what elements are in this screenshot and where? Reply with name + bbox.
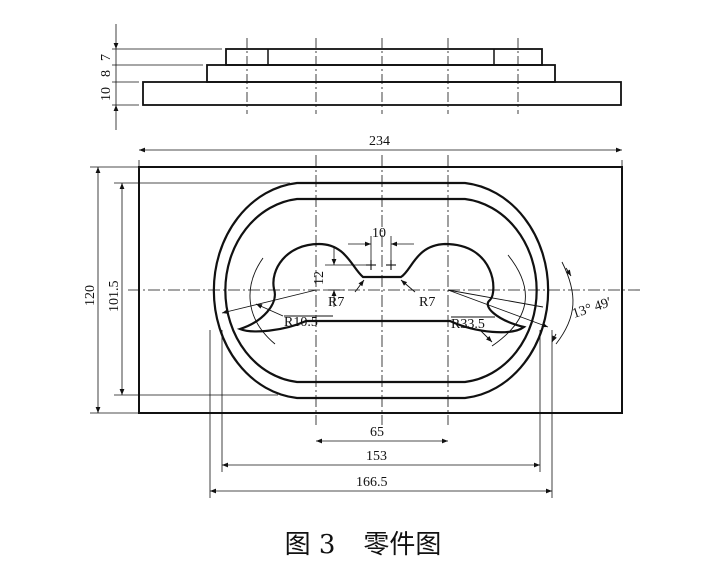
arc-r33-5-arrow <box>479 329 493 343</box>
leader-lines <box>221 279 549 328</box>
pocket-inner-contour <box>224 197 538 384</box>
side-view-top-layer <box>225 48 543 66</box>
dim-r7-left: R7 <box>328 295 344 310</box>
dim-65: 65 <box>370 425 384 440</box>
dim-side-10: 10 <box>99 87 114 101</box>
side-view <box>112 24 622 130</box>
plan-dimension-lines <box>95 147 622 494</box>
dim-side-8: 8 <box>99 70 114 77</box>
dim-r33-5: R33.5 <box>451 317 485 332</box>
dim-r10-5: R10.5 <box>284 315 318 330</box>
dim-r7-right: R7 <box>419 295 435 310</box>
side-view-center-lines <box>246 38 519 114</box>
dim-120: 120 <box>83 285 98 306</box>
side-view-extension-lines <box>112 48 222 106</box>
plan-extension-lines <box>90 160 623 498</box>
dim-10: 10 <box>372 226 386 241</box>
pocket-outer-contour <box>212 181 550 400</box>
arc-r10-5 <box>249 257 276 345</box>
dim-angle: 13° 49′ <box>571 295 614 322</box>
dim-101-5: 101.5 <box>107 281 122 313</box>
kidney-cavity <box>236 242 527 334</box>
plan-center-lines <box>128 155 640 425</box>
dim-234: 234 <box>369 134 390 149</box>
dim-153: 153 <box>366 449 387 464</box>
center-marks <box>366 260 396 270</box>
plan-view <box>90 147 640 498</box>
side-view-middle-layer <box>206 64 556 83</box>
arc-angle-arrow-top <box>565 267 572 277</box>
dim-side-7: 7 <box>99 54 114 61</box>
arc-angle-arrow-bottom <box>551 333 557 343</box>
dim-12: 12 <box>312 271 327 285</box>
figure-number: 图 3 <box>284 530 336 560</box>
figure-caption: 图 3 零件图 <box>0 524 726 561</box>
figure-title: 零件图 <box>363 530 442 560</box>
dim-166-5: 166.5 <box>356 475 388 490</box>
